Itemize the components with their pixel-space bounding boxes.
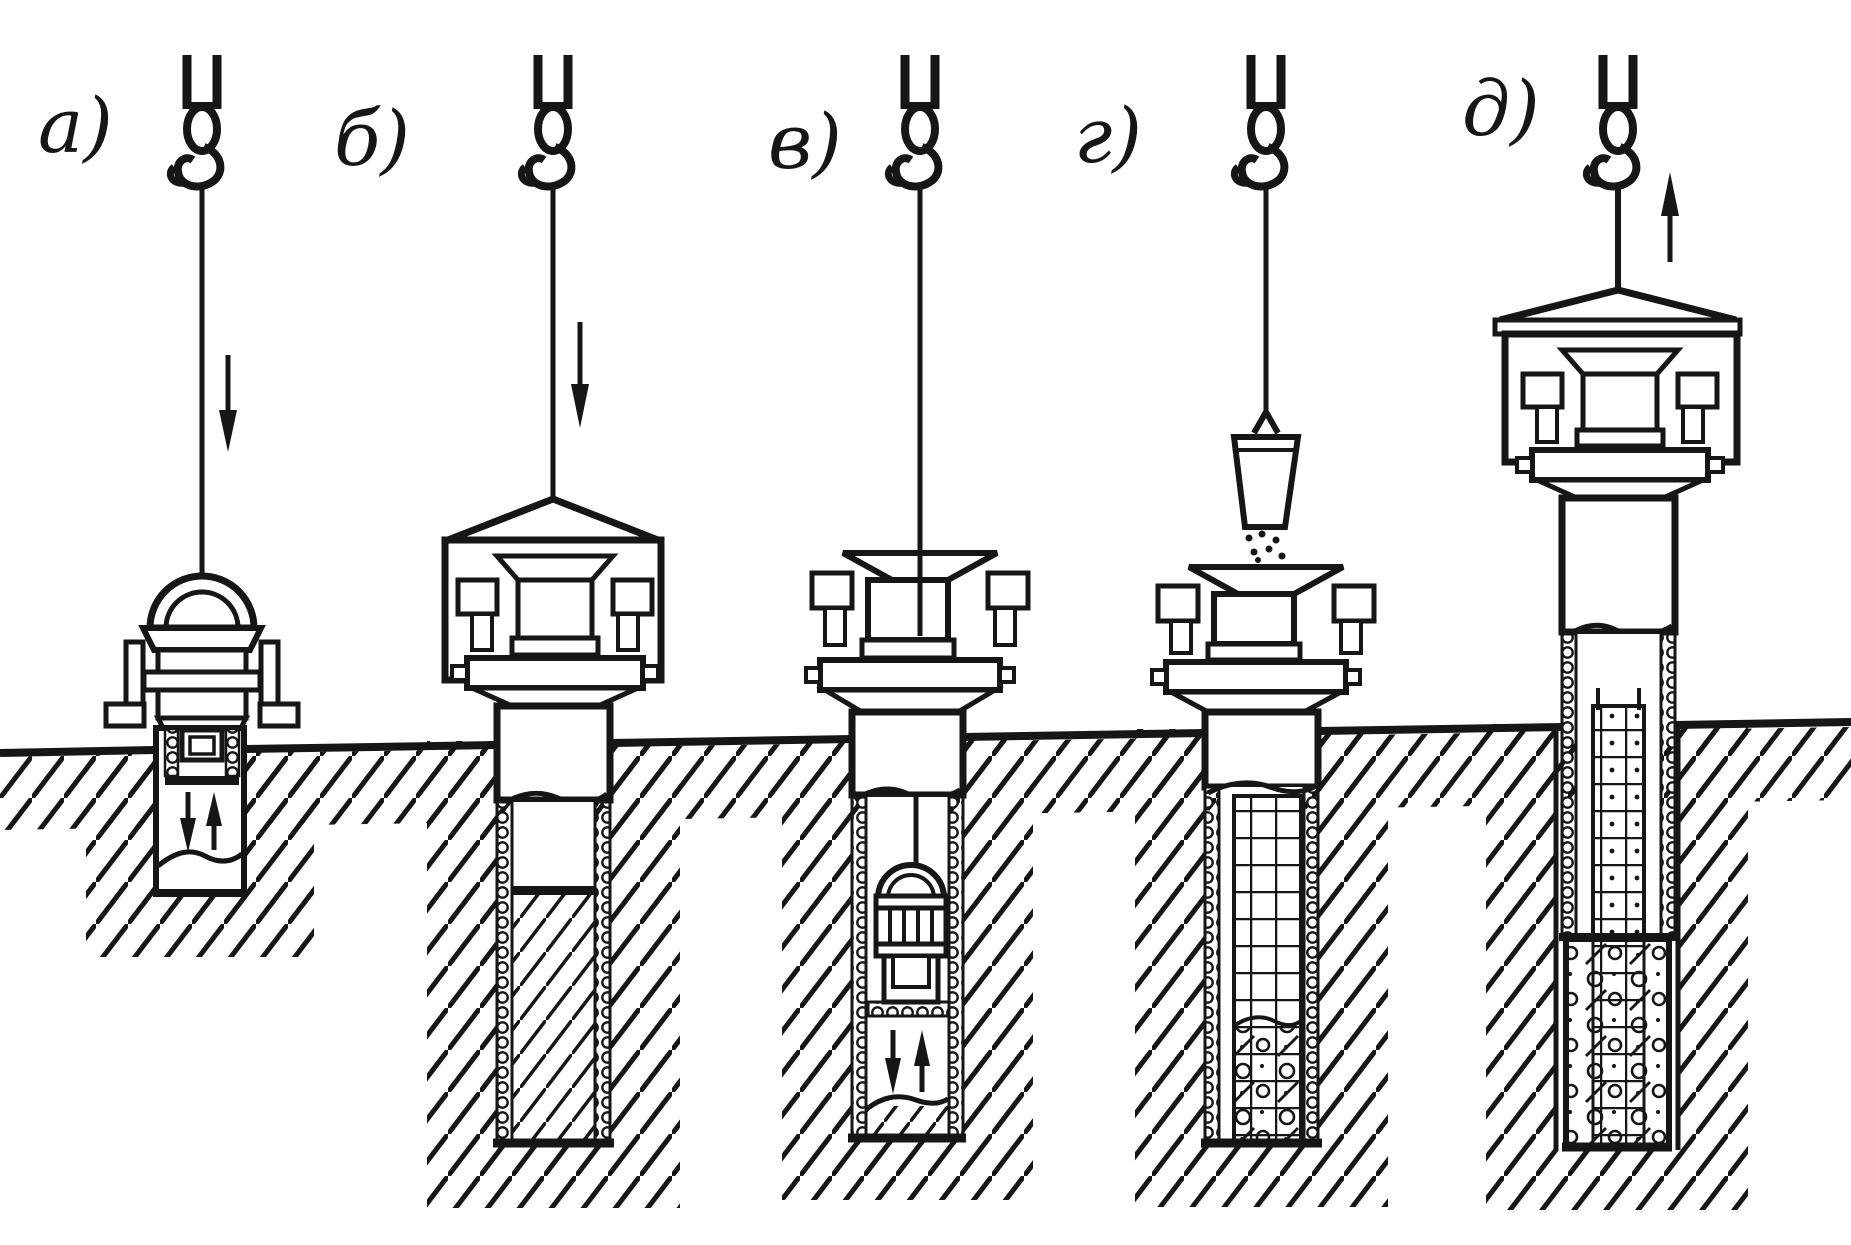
- down-arrow-icon: [219, 355, 237, 452]
- spring-damper-left: [1520, 371, 1565, 444]
- panel-g: г): [1074, 55, 1377, 1148]
- concrete-level-wavy-line: [1206, 780, 1318, 796]
- clamp-pin-right: [1706, 456, 1725, 474]
- tube-wall-chain: [1560, 632, 1578, 937]
- down-up-arrows-icon: [885, 1030, 930, 1094]
- clamp-pin-right: [1344, 668, 1362, 686]
- break-wavy-line: [853, 786, 962, 803]
- tube-wall-chain: [224, 727, 241, 778]
- soil-level-wavy-line: [156, 849, 244, 868]
- crane-hook-icon: [888, 55, 938, 187]
- clamp-pin-left: [450, 664, 469, 682]
- flange-left: [103, 701, 147, 729]
- tube-wall-chain: [163, 727, 180, 778]
- down-up-arrows-icon: [180, 792, 222, 852]
- casing-tube: [153, 725, 247, 897]
- panel-label: г): [1074, 91, 1142, 180]
- clamp-pin-left: [804, 666, 822, 684]
- vibro-driver: [804, 550, 1031, 715]
- break-wavy-line: [498, 790, 609, 809]
- clamp-bar: [1163, 659, 1349, 695]
- ground: [0, 718, 1851, 1210]
- tube-wall-chain: [947, 795, 965, 1140]
- concrete-aggregate: [1234, 1026, 1301, 1141]
- flange-right: [257, 701, 301, 729]
- panel-label: в): [768, 97, 842, 186]
- clamp-pin-right: [998, 666, 1016, 684]
- ground-surface-line: [0, 718, 1851, 757]
- spring-damper-left: [809, 570, 855, 647]
- rebar-cage-grid: [1591, 704, 1646, 937]
- vibro-driver: [103, 572, 301, 733]
- crane-hook-icon: [1586, 55, 1636, 187]
- clamp-pin-left: [1150, 668, 1168, 686]
- concrete-bucket: [1230, 405, 1302, 563]
- clamp-bar: [464, 655, 646, 691]
- vibro-driver: [1150, 564, 1377, 715]
- falling-concrete: [1245, 530, 1286, 563]
- panel-label: а): [38, 81, 113, 170]
- spring-damper-left: [455, 577, 500, 652]
- pit-hatch-panel-g: [1135, 729, 1388, 1207]
- spring-damper-right: [1331, 583, 1377, 655]
- clamp-bar: [141, 669, 263, 693]
- clamp-bar: [817, 657, 1003, 693]
- casing-tube: [1558, 494, 1679, 941]
- spring-damper-right: [610, 577, 655, 652]
- tube-wall-chain: [1659, 632, 1677, 937]
- clamp-pin-left: [1515, 456, 1534, 474]
- hopper: [1556, 347, 1684, 377]
- dome-cap: [146, 572, 258, 632]
- vibro-driver: [450, 553, 660, 709]
- casing-tube: [493, 702, 614, 1148]
- rebar-cage-grid: [1591, 937, 1646, 1146]
- pit-hatch-panel-v: [782, 739, 1033, 1200]
- pit-hatch-panel-b: [427, 741, 680, 1208]
- panel-label: б): [334, 94, 410, 183]
- panel-b: б): [334, 55, 665, 1148]
- spring-damper-right: [985, 570, 1031, 647]
- hopper: [491, 553, 619, 583]
- finished-pile: [1562, 936, 1672, 1152]
- crane-hook-icon: [1234, 55, 1284, 187]
- grab-bucket: [866, 862, 951, 1018]
- up-arrow-icon: [1661, 172, 1679, 262]
- break-wavy-line: [1563, 622, 1674, 640]
- tube-wall-chain: [495, 800, 514, 1145]
- tube-wall-chain: [1203, 785, 1221, 1145]
- hopper: [1187, 564, 1345, 597]
- panel-v: в): [768, 55, 1031, 1143]
- tube-wall-chain: [1302, 785, 1320, 1145]
- soil-core: [866, 1106, 949, 1136]
- crane-hook-icon: [521, 55, 571, 187]
- clamp-pin-right: [641, 664, 660, 682]
- concrete-fill-wavy-line: [1232, 1015, 1303, 1028]
- pit-hatch-panel-d: [1486, 724, 1748, 1210]
- soil-level-wavy-line: [866, 1094, 950, 1111]
- tube-wall-chain: [850, 795, 868, 1140]
- tube-wall-chain: [593, 800, 612, 1145]
- panel-a: а): [38, 55, 301, 897]
- soil-core: [512, 895, 595, 1140]
- panel-d: д): [1462, 55, 1743, 1152]
- vibro-driver: [1515, 347, 1725, 501]
- spring-damper-right: [1675, 371, 1720, 444]
- casing-tube: [1201, 708, 1322, 1148]
- clamp-bar: [1529, 447, 1711, 483]
- pit-hatch-panel-a: [86, 751, 314, 957]
- casing-tube: [848, 708, 967, 1143]
- down-arrow-icon: [571, 322, 589, 428]
- panel-label: д): [1462, 64, 1540, 153]
- spring-damper-left: [1155, 583, 1201, 655]
- crane-hook-icon: [170, 55, 220, 187]
